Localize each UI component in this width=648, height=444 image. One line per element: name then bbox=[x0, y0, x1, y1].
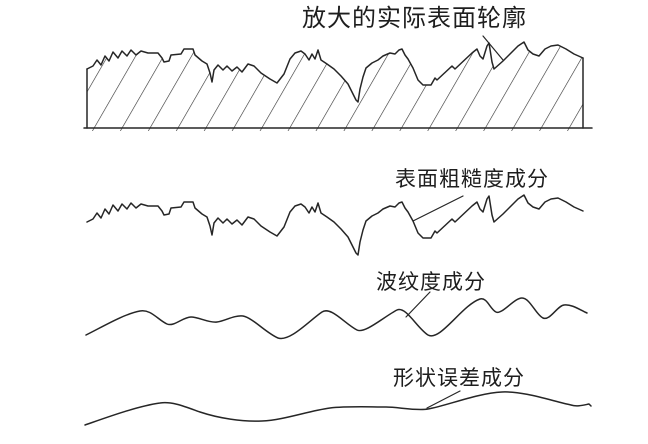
waviness-section bbox=[85, 291, 588, 340]
leader-line-waviness bbox=[405, 291, 431, 318]
form-error-label: 形状误差成分 bbox=[393, 366, 525, 390]
waviness-label: 波纹度成分 bbox=[376, 270, 486, 294]
surface-profile-outline bbox=[86, 41, 584, 103]
leader-line-form-error bbox=[426, 390, 461, 409]
form-error-section bbox=[84, 390, 592, 426]
roughness-label: 表面粗糙度成分 bbox=[395, 167, 549, 191]
leader-line-magnified-profile bbox=[482, 35, 504, 61]
hatched-body bbox=[87, 42, 583, 131]
leader-line-roughness bbox=[412, 195, 464, 222]
magnified-profile-section bbox=[83, 35, 593, 131]
roughness-curve bbox=[86, 194, 584, 256]
form-error-curve bbox=[84, 391, 592, 426]
magnified-profile-label: 放大的实际表面轮廓 bbox=[302, 6, 527, 32]
roughness-section bbox=[86, 194, 584, 256]
waviness-curve bbox=[85, 297, 588, 340]
